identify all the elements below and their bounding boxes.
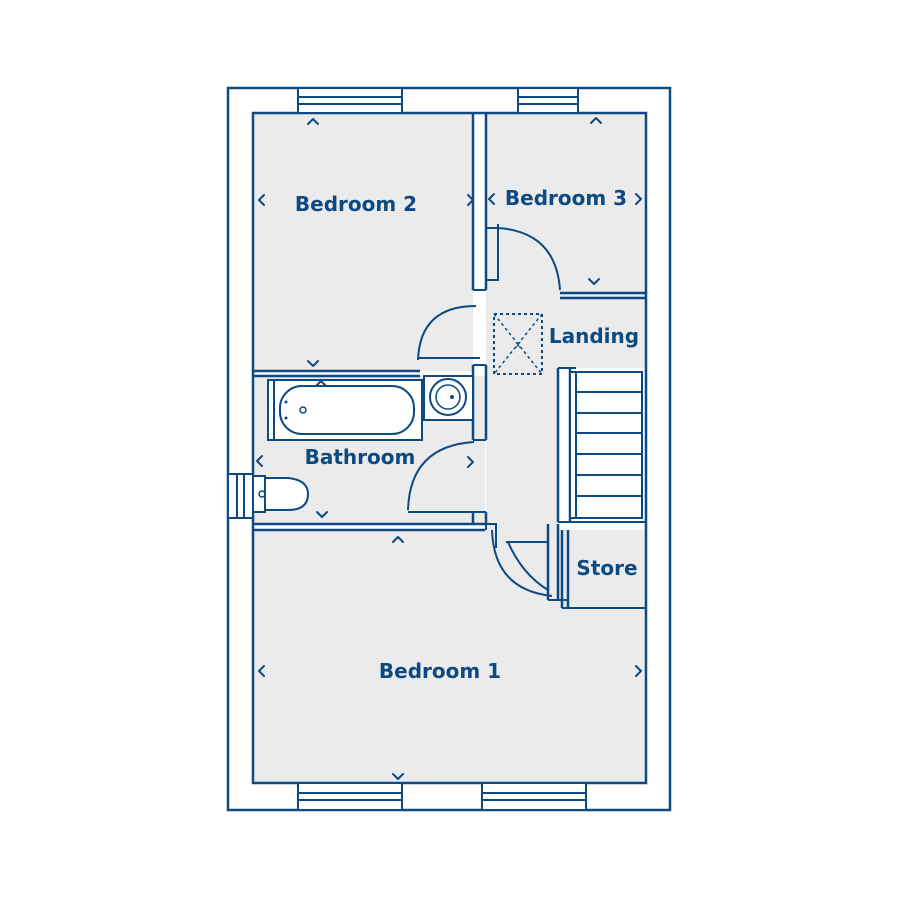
toilet-icon bbox=[252, 475, 310, 513]
basin-icon bbox=[423, 375, 474, 421]
room-labels: Bedroom 2 Bedroom 3 Landing Bathroom Sto… bbox=[295, 186, 639, 683]
room-label-bedroom-3: Bedroom 3 bbox=[505, 186, 627, 210]
room-label-bedroom-1: Bedroom 1 bbox=[379, 659, 501, 683]
room-label-bathroom: Bathroom bbox=[305, 445, 416, 469]
door-swing-icon bbox=[407, 224, 561, 597]
room-label-bedroom-2: Bedroom 2 bbox=[295, 192, 417, 216]
staircase-icon bbox=[569, 371, 643, 519]
outer-walls bbox=[226, 86, 672, 812]
room-label-store: Store bbox=[576, 556, 637, 580]
room-label-landing: Landing bbox=[549, 324, 639, 348]
bath-icon bbox=[267, 379, 423, 441]
loft-hatch-icon: x bbox=[493, 313, 543, 375]
internal-walls bbox=[253, 113, 646, 609]
dimension-chevron-icon bbox=[256, 117, 642, 780]
window-icon bbox=[227, 87, 587, 811]
svg-text:x: x bbox=[515, 338, 522, 351]
